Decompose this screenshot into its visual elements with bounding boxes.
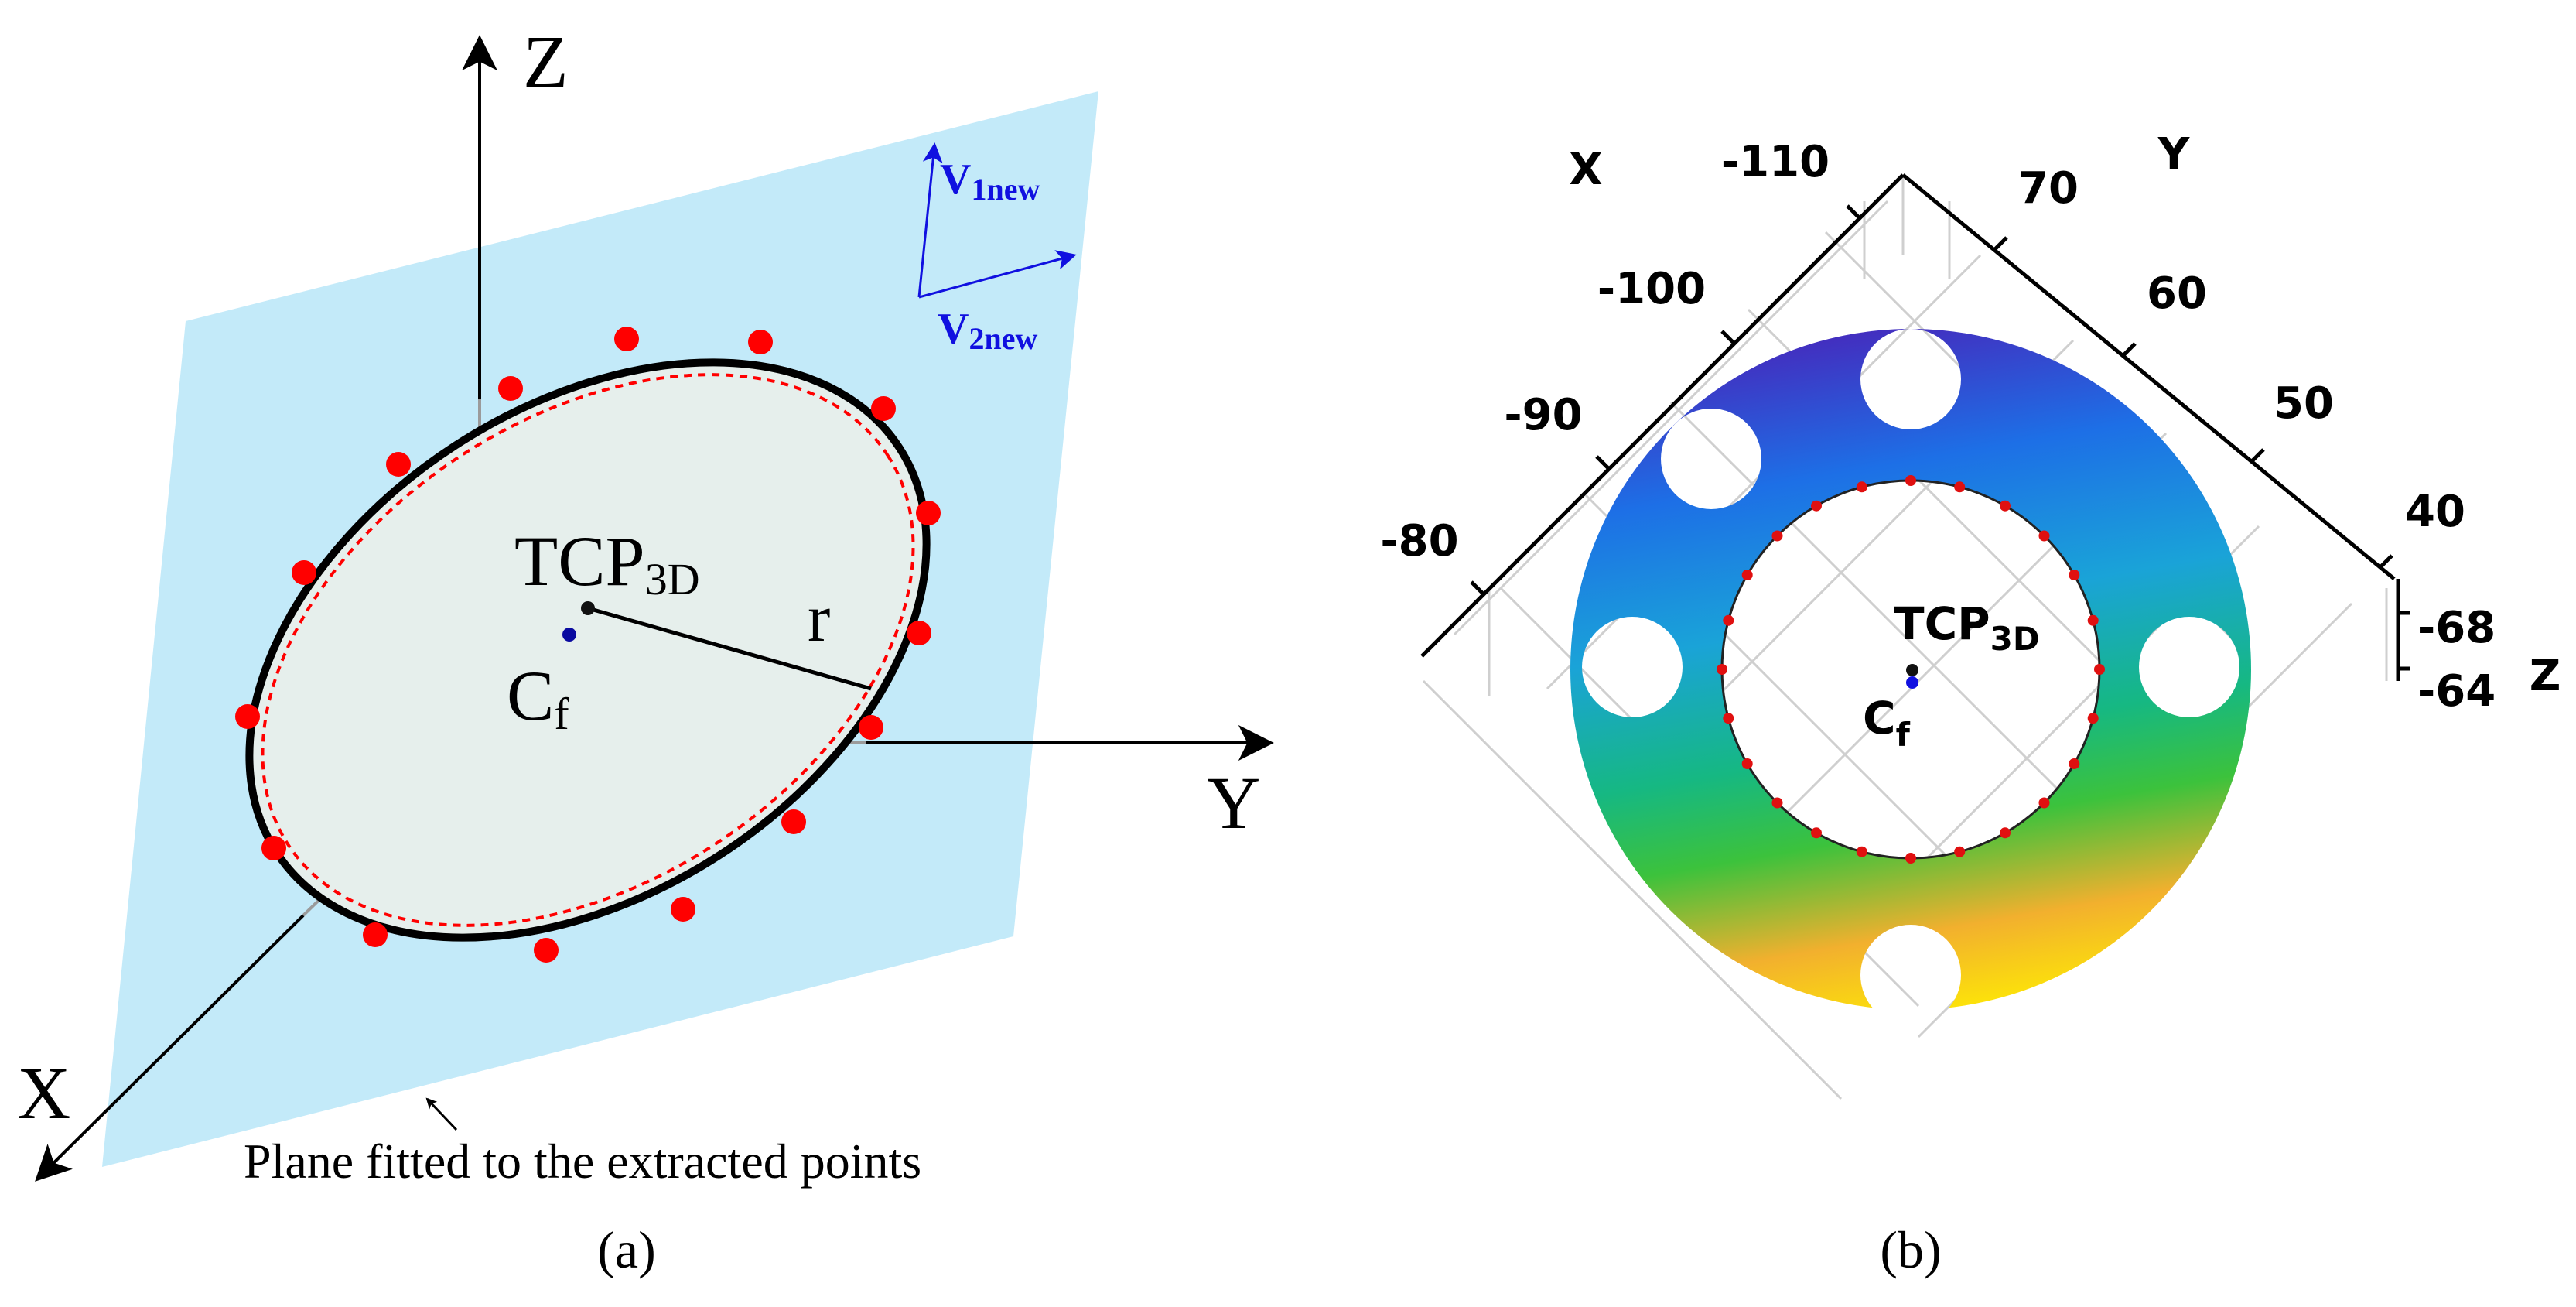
tick-mark <box>1846 204 1861 220</box>
tick-mark <box>1470 580 1485 596</box>
edge-point <box>2000 827 2011 839</box>
panel-a: Z Y X V1new V2new TCP3D Cf r Plane fitte… <box>17 20 1274 1279</box>
edge-point <box>1811 827 1822 839</box>
extracted-point <box>235 704 260 729</box>
extracted-point <box>498 376 523 401</box>
v2-vector <box>918 250 1077 299</box>
tick-marks <box>1470 204 2410 671</box>
tcp-point <box>581 601 595 615</box>
extracted-point <box>534 938 559 963</box>
tick-mark <box>1720 330 1736 345</box>
edge-points <box>1717 475 2105 864</box>
cf-point-b <box>1906 676 1918 689</box>
edge-point <box>2038 797 2050 809</box>
edge-point <box>2038 530 2050 542</box>
extracted-point <box>748 330 773 354</box>
v1-vector <box>917 142 943 298</box>
edge-point <box>1723 614 1734 626</box>
extracted-boundary <box>261 373 915 927</box>
extracted-point <box>671 897 695 922</box>
edge-point <box>1741 570 1753 580</box>
extracted-point <box>292 560 316 585</box>
x-tick-label: -110 <box>1721 137 1830 187</box>
cf-label-b: Cf <box>1863 692 1911 754</box>
y-tick-label: 60 <box>2147 269 2207 319</box>
edge-point <box>1771 530 1783 542</box>
caption-b: (b) <box>1880 1220 1941 1279</box>
tcp-label-b: TCP3D <box>1894 597 2040 658</box>
extracted-point <box>907 621 931 645</box>
edge-point <box>1856 481 1867 493</box>
extracted-point <box>916 501 941 525</box>
edge-point <box>2069 570 2080 580</box>
edge-point <box>1811 500 1822 512</box>
edge-point <box>1723 713 1734 724</box>
y-axis-label-b: Y <box>2157 129 2191 180</box>
y-axis-line <box>1901 173 2396 580</box>
x-axis <box>35 914 305 1182</box>
edge-point <box>1717 664 1727 675</box>
tcp-label: TCP3D <box>514 522 700 604</box>
y-tick-label: 70 <box>2018 163 2079 214</box>
x-tick-label: -80 <box>1380 516 1458 566</box>
x-axis-label-b: X <box>1569 145 1602 195</box>
y-tick-label: 40 <box>2405 487 2465 537</box>
z-axis-label: Z <box>523 20 569 103</box>
tick-mark <box>2250 448 2265 464</box>
cf-point <box>562 628 576 642</box>
edge-point <box>1741 758 1753 769</box>
v1-label: V1new <box>940 156 1040 207</box>
axes-frame <box>1420 173 2400 681</box>
extracted-points <box>235 327 941 963</box>
edge-point <box>2094 664 2105 675</box>
cf-label: Cf <box>507 656 569 739</box>
y-axis-label: Y <box>1207 761 1260 844</box>
extracted-point <box>261 836 286 860</box>
edge-point <box>2087 614 2099 626</box>
extracted-point <box>871 396 896 421</box>
fitted-disk <box>249 362 927 938</box>
extracted-point <box>363 922 388 947</box>
edge-point <box>1771 797 1783 809</box>
y-tick-label: 50 <box>2274 378 2334 429</box>
extracted-point <box>859 715 883 740</box>
edge-point <box>2069 758 2080 769</box>
x-tick-label: -90 <box>1504 390 1582 440</box>
edge-point <box>1905 475 1916 486</box>
tick-mark <box>2121 342 2137 358</box>
plane-note-arrow <box>425 1097 458 1131</box>
tcp-point-b <box>1906 664 1918 676</box>
radius-line <box>587 606 872 691</box>
edge-point <box>1856 846 1867 857</box>
extracted-point <box>781 809 806 834</box>
caption-a: (a) <box>597 1220 655 1279</box>
edge-point <box>2087 713 2099 724</box>
z-tick-label: -64 <box>2417 666 2496 717</box>
tick-mark <box>1993 236 2008 251</box>
tick-mark <box>1595 455 1611 470</box>
extracted-point <box>386 452 411 477</box>
x-axis-line <box>1420 173 1905 658</box>
edge-point <box>1954 481 1966 493</box>
edge-point <box>1905 853 1916 864</box>
v2-label: V2new <box>938 305 1037 356</box>
extracted-point <box>614 327 639 351</box>
edge-point <box>2000 500 2011 512</box>
z-axis-label-b: Z <box>2530 651 2561 701</box>
plane-note: Plane fitted to the extracted points <box>244 1134 921 1189</box>
x-tick-label: -100 <box>1597 264 1706 314</box>
x-axis-label: X <box>17 1052 70 1134</box>
panel-b: X Y Z -110 -100 -90 -80 70 60 50 40 -68 … <box>1380 129 2561 1279</box>
tick-mark <box>2378 554 2393 570</box>
z-tick-label: -68 <box>2417 603 2496 653</box>
radius-label: r <box>808 581 830 656</box>
edge-point <box>1954 846 1966 857</box>
